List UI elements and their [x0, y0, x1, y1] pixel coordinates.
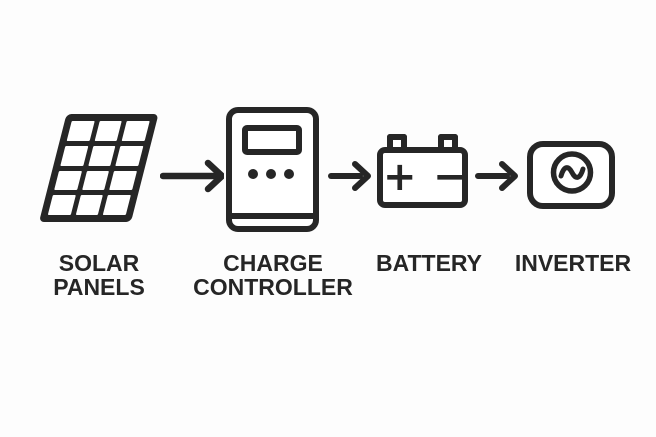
label-battery: BATTERY [364, 251, 494, 275]
label-line: CONTROLLER [193, 274, 353, 300]
minus-symbol: − [433, 154, 467, 200]
solar-panel-cell [75, 195, 104, 215]
label-line: SOLAR [58, 250, 140, 276]
label-line: INVERTER [514, 250, 632, 276]
battery-terminal-right [438, 134, 458, 147]
label-line: BATTERY [375, 250, 483, 276]
solar-panel-cell [66, 121, 95, 141]
label-line: PANELS [53, 274, 145, 300]
solar-panel-cell [54, 170, 82, 191]
battery-terminal-left [387, 134, 407, 147]
controller-button-dot [248, 169, 258, 179]
charge-controller-icon [226, 107, 319, 232]
solar-panel-cell [94, 121, 123, 141]
right-arrow-icon [160, 159, 224, 193]
controller-button-dot [284, 169, 294, 179]
controller-button-dot [266, 169, 276, 179]
ac-sine-wave-icon [550, 151, 594, 194]
battery-icon: + − [377, 134, 468, 208]
solar-panel-cell [109, 170, 138, 191]
solar-panel-cell [103, 195, 131, 215]
solar-panel-icon [39, 114, 159, 222]
controller-buttons [248, 169, 294, 179]
solar-panel-cell [81, 170, 110, 191]
controller-display [242, 125, 302, 155]
label-inverter: INVERTER [508, 251, 638, 275]
label-solar-panels: SOLAR PANELS [29, 251, 169, 299]
inverter-icon [527, 141, 615, 209]
right-arrow-icon [328, 161, 371, 191]
right-arrow-icon [475, 161, 518, 191]
solar-panel-cell [88, 145, 116, 166]
plus-symbol: + [383, 154, 417, 200]
label-line: CHARGE [223, 250, 323, 276]
controller-divider [232, 213, 313, 219]
solar-panel-cell [115, 145, 144, 166]
solar-panel-cell [60, 145, 89, 166]
label-charge-controller: CHARGE CONTROLLER [192, 251, 354, 299]
solar-panel-cell [122, 121, 150, 141]
solar-panel-cell [47, 195, 76, 215]
